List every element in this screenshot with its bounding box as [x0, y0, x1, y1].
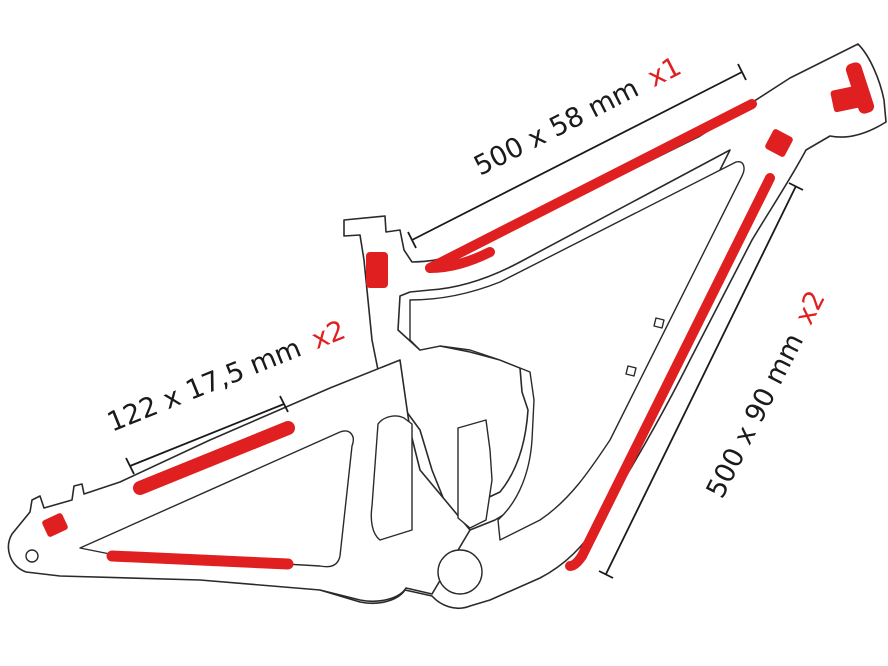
- link-cutout-left: [370, 415, 413, 541]
- down-tube-dimension-line: [605, 185, 797, 575]
- down-tube-dimension-tick-end: [598, 570, 614, 579]
- dropout-patch: [42, 513, 68, 537]
- chainstay-qty: x2: [308, 315, 350, 356]
- front-triangle-cutout: [409, 161, 745, 541]
- top-tube-pad: [425, 99, 757, 273]
- chainstay-pad-upper: [133, 421, 295, 495]
- seat-tube-patch: [366, 252, 388, 288]
- top-tube-dimension-tick-end: [737, 63, 747, 81]
- chainstay-dimension-tick-end: [279, 395, 289, 413]
- down-tube-top-patch: [765, 129, 793, 157]
- chainstay-dimension-line: [129, 403, 285, 467]
- head-tube-patch-top: [845, 62, 875, 114]
- protector-pads: [42, 62, 875, 571]
- down-tube-pad-curve: [565, 551, 587, 571]
- top-tube-pad-curve: [425, 247, 495, 273]
- link-cutout-right: [457, 419, 493, 529]
- rear-axle-hole: [25, 549, 39, 563]
- cable-guide-2: [625, 365, 637, 377]
- chainstay-pad-lower: [106, 550, 294, 570]
- rear-triangle-cutout: [79, 430, 354, 568]
- down-tube-pad: [577, 173, 775, 561]
- top-tube-dimension-line: [411, 71, 743, 241]
- down-tube-dimension-tick-start: [788, 182, 804, 191]
- chainstay-dimension-tick-start: [125, 457, 135, 475]
- down-tube-label: 500 x 90 mm x2: [701, 286, 832, 503]
- cable-guide-1: [653, 317, 665, 329]
- top-tube-dimension-tick-start: [407, 231, 417, 249]
- down-tube-size: 500 x 90 mm: [701, 329, 810, 504]
- top-tube-qty: x1: [643, 51, 687, 94]
- dimension-lines: [125, 63, 804, 579]
- bottom-bracket: [437, 549, 483, 595]
- bike-frame: [7, 43, 887, 610]
- down-tube-qty: x2: [789, 286, 832, 330]
- head-tube-patch-mid: [830, 85, 862, 113]
